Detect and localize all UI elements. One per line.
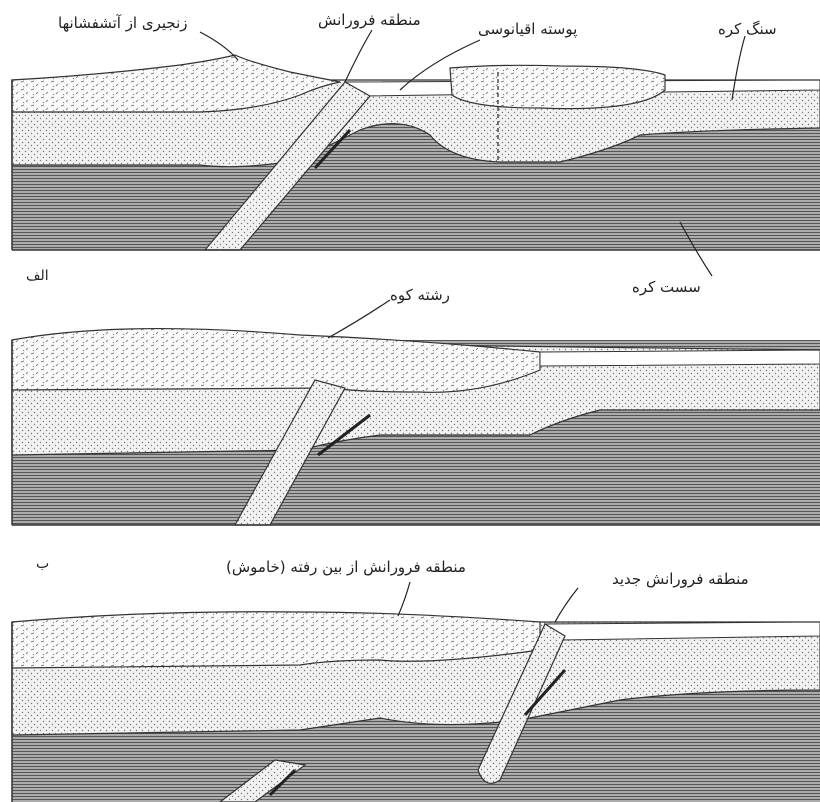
panel-b-letter: ب	[36, 556, 49, 572]
panel-b-cross-section	[12, 300, 820, 525]
label-asthenosphere: سست کره	[632, 278, 701, 296]
label-new-subduction: منطقه فرورانش جدید	[612, 570, 749, 588]
panel-a-cross-section	[12, 30, 820, 276]
label-lithosphere: سنگ کره	[718, 20, 777, 38]
label-volcano-chain: زنجیری از آتشفشانها	[58, 14, 188, 32]
label-oceanic-crust: پوسته اقیانوسی	[478, 20, 577, 38]
label-extinct-subduction: منطقه فرورانش از بین رفته (خاموش)	[226, 558, 466, 576]
panel-c-cross-section	[12, 582, 820, 802]
panel-a-letter: الف	[26, 268, 49, 284]
panel-a-continent-block	[450, 65, 665, 108]
panel-b-oceanic-crust	[540, 350, 820, 366]
label-subduction-zone: منطقه فرورانش	[318, 11, 421, 29]
label-mountain-range: رشته کوه	[390, 286, 450, 304]
panel-b-continental-crust	[12, 329, 540, 393]
